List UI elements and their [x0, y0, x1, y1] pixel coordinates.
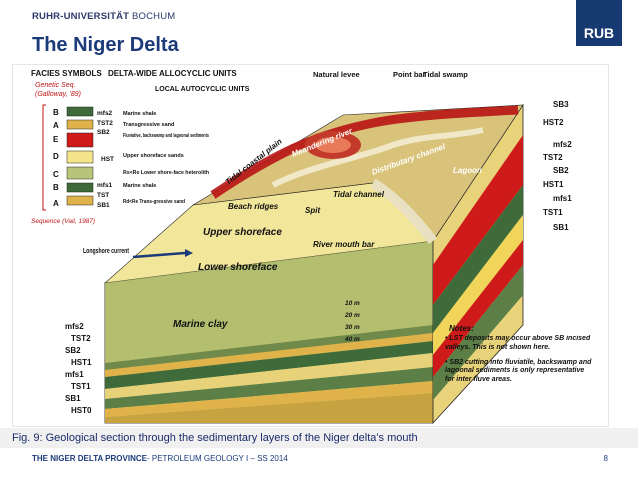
- label-river-mouth-bar: River mouth bar: [313, 240, 375, 249]
- label-beach-ridges: Beach ridges: [228, 202, 279, 211]
- facies-desc-5: Marine shale: [123, 183, 156, 189]
- facies-letter-d: D: [53, 152, 59, 161]
- facies-legend: B A E D C B A: [42, 104, 94, 211]
- facies-letter-e: E: [53, 135, 59, 144]
- niger-delta-figure: FACIES SYMBOLS DELTA-WIDE ALLOCYCLIC UNI…: [12, 64, 609, 427]
- right-mfs2: mfs2: [553, 140, 572, 149]
- facies-desc-2: Fluviative, backswamp and lagoonal sedim…: [123, 133, 209, 139]
- legend-title: FACIES SYMBOLS: [31, 69, 102, 78]
- facies-desc-0: Marine shale: [123, 111, 156, 117]
- right-sb3: SB3: [553, 100, 569, 109]
- footer-bold: THE NIGER DELTA PROVINCE: [32, 454, 147, 463]
- right-mfs1: mfs1: [553, 194, 572, 203]
- label-tidal-channel: Tidal channel: [333, 190, 385, 199]
- right-sb2: SB2: [553, 166, 569, 175]
- note-1: • LST deposits may occur above SB incise…: [445, 335, 591, 351]
- legend-galloway: (Galloway, '89): [35, 91, 81, 98]
- label-marine-clay: Marine clay: [173, 319, 228, 330]
- left-mfs1: mfs1: [65, 370, 84, 379]
- notes-title: Notes:: [449, 324, 474, 333]
- facies-letter-a1: A: [53, 199, 59, 208]
- left-units: mfs2 TST2 SB2 HST1 mfs1 TST1 SB1 HST0: [65, 322, 92, 415]
- left-mfs2: mfs2: [65, 322, 84, 331]
- label-tidal-swamp: Tidal swamp: [423, 70, 468, 79]
- left-tst1: TST1: [71, 382, 91, 391]
- facies-letter-b1: B: [53, 183, 59, 192]
- left-sb1: SB1: [65, 394, 81, 403]
- allo-hst: HST: [101, 156, 114, 163]
- facies-descriptions: Marine shale Transgressive sand Fluviati…: [123, 111, 210, 205]
- footer: THE NIGER DELTA PROVINCE- PETROLEUM GEOL…: [32, 454, 288, 463]
- facies-letter-b2: B: [53, 108, 59, 117]
- facies-desc-1: Transgressive sand: [123, 122, 174, 128]
- delta-plain: [192, 104, 524, 245]
- allo-tst2: TST2: [97, 120, 113, 127]
- facies-letter-a2: A: [53, 121, 59, 130]
- top-surface: [104, 182, 434, 370]
- university-bold: RUHR-UNIVERSITÄT: [32, 11, 130, 22]
- note-2-text: SB2 cutting into fluviatile, backswamp a…: [445, 358, 592, 384]
- block-diagram: FACIES SYMBOLS DELTA-WIDE ALLOCYCLIC UNI…: [31, 69, 592, 425]
- left-sb2: SB2: [65, 346, 81, 355]
- allo-sb2: SB2: [97, 129, 110, 136]
- right-hst1: HST1: [543, 180, 564, 189]
- allo-units-legend: mfs2 TST2 SB2 HST mfs1 TST SB1: [97, 110, 114, 209]
- label-lower-shoreface: Lower shoreface: [198, 262, 278, 273]
- left-hst1: HST1: [71, 358, 92, 367]
- note-1-text: LST deposits may occur above SB incised …: [445, 335, 591, 351]
- label-point-bar: Point bar: [393, 70, 426, 79]
- legend-sequence-vail: Sequence (Vail, 1987): [31, 218, 95, 225]
- legend-delta-wide: DELTA-WIDE ALLOCYCLIC UNITS: [108, 69, 237, 78]
- legend-local: LOCAL AUTOCYCLIC UNITS: [155, 86, 250, 93]
- facies-letter-c: C: [53, 170, 59, 179]
- right-tst2: TST2: [543, 153, 563, 162]
- label-spit: Spit: [305, 206, 320, 215]
- legend-genetic-seq: Genetic Seq.: [35, 82, 76, 89]
- depth-labels: 10 m 20 m 30 m 40 m: [344, 300, 360, 343]
- label-lagoon: Lagoon: [453, 166, 482, 175]
- footer-rest: - PETROLEUM GEOLOGY I – SS 2014: [146, 454, 288, 463]
- allo-sb1: SB1: [97, 202, 110, 209]
- right-units: SB3 HST2 mfs2 TST2 SB2 HST1 mfs1 TST1 SB…: [543, 100, 572, 232]
- depth-30: 30 m: [345, 324, 360, 331]
- depth-40: 40 m: [344, 336, 360, 343]
- allo-mfs1: mfs1: [97, 182, 113, 189]
- label-upper-shoreface: Upper shoreface: [203, 227, 282, 238]
- label-longshore-current: Longshore current: [83, 246, 129, 255]
- left-tst2: TST2: [71, 334, 91, 343]
- page-number: 8: [603, 454, 608, 463]
- depth-20: 20 m: [344, 312, 360, 319]
- university-city: BOCHUM: [129, 11, 176, 22]
- university-name: RUHR-UNIVERSITÄT BOCHUM: [32, 11, 175, 22]
- allo-mfs2: mfs2: [97, 110, 113, 117]
- facies-desc-4: Rs<Re Lower shore-face heterolith: [123, 170, 210, 176]
- right-tst1: TST1: [543, 208, 563, 217]
- side-face: [432, 103, 524, 425]
- notes: Notes: • LST deposits may occur above SB…: [445, 324, 592, 384]
- left-hst0: HST0: [71, 406, 92, 415]
- note-2: • SB2 cutting into fluviatile, backswamp…: [445, 358, 592, 384]
- longshore-arrow: [132, 251, 186, 259]
- top-labels: Natural levee Point bar Tidal swamp: [313, 70, 468, 79]
- facies-desc-6: Rd<Re Trans-gressive sand: [123, 199, 185, 205]
- facies-desc-3: Upper shoreface sands: [123, 153, 184, 159]
- logo-text: RUB: [583, 25, 615, 41]
- longshore-arrowhead: [185, 249, 193, 257]
- page-title: The Niger Delta: [32, 34, 179, 56]
- rub-logo: RUB: [576, 0, 622, 46]
- right-hst2: HST2: [543, 118, 564, 127]
- allo-tst: TST: [97, 192, 109, 199]
- depth-10: 10 m: [345, 300, 360, 307]
- right-sb1: SB1: [553, 223, 569, 232]
- figure-caption: Fig. 9: Geological section through the s…: [0, 428, 638, 448]
- label-natural-levee: Natural levee: [313, 70, 360, 79]
